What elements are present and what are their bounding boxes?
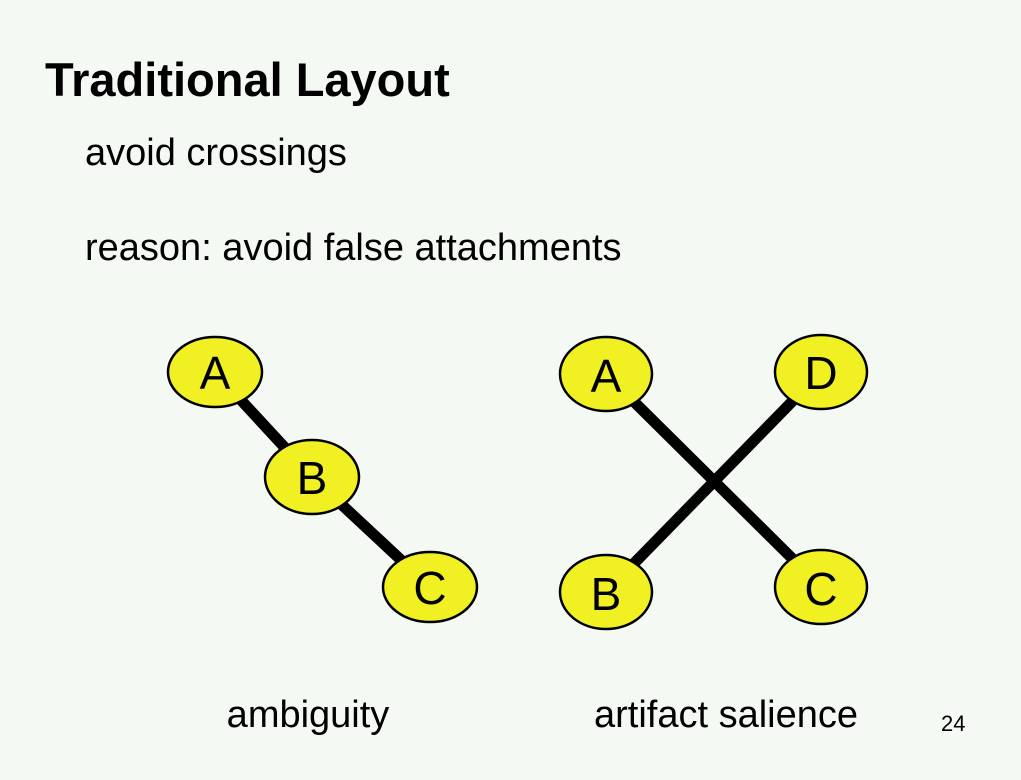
caption-ambiguity: ambiguity (226, 694, 390, 736)
node-b-right (558, 553, 654, 631)
node-c-left (381, 550, 479, 624)
node-b-right-label: B (591, 568, 622, 620)
node-a-left (166, 335, 264, 409)
node-a-right-label: A (591, 350, 622, 402)
bullet-avoid-crossings: avoid crossings (85, 132, 347, 174)
node-a-right (558, 335, 654, 413)
caption-artifact-salience: artifact salience (593, 694, 859, 736)
node-a-left-label: A (200, 347, 231, 399)
node-d-right-label: D (804, 347, 837, 399)
page-number: 24 (941, 711, 966, 736)
chain-diagram: A B C (166, 335, 479, 624)
crossing-diagram: A D B C (558, 333, 869, 631)
edge-d-b (602, 368, 825, 596)
bullet-reason: reason: avoid false attachments (85, 227, 622, 269)
slide-title: Traditional Layout (45, 53, 450, 106)
node-b-left-label: B (297, 452, 328, 504)
node-b-left (263, 438, 361, 516)
node-c-right (773, 548, 869, 626)
node-c-left-label: C (413, 562, 446, 614)
node-d-right (773, 333, 869, 411)
node-c-right-label: C (804, 563, 837, 615)
